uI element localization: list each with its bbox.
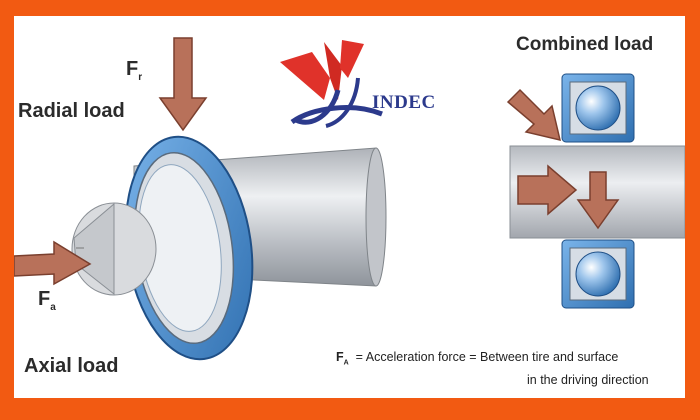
fr-sub: r	[138, 72, 143, 83]
legend-symbol-main: F	[336, 350, 344, 364]
legend-line-1: FA = Acceleration force = Between tire a…	[336, 349, 649, 372]
bearing	[124, 135, 254, 361]
fr-main: F	[126, 58, 139, 80]
legend-line-2: in the driving direction	[527, 372, 649, 387]
shaft-end	[71, 202, 157, 296]
legend-text-1: = Acceleration force = Between tire and …	[355, 350, 619, 364]
fa-sub: a	[50, 302, 56, 313]
fa-main: F	[38, 288, 51, 310]
combined-bearing-top	[561, 73, 635, 143]
combined-load-label: Combined load	[516, 34, 654, 55]
legend-symbol: FA	[336, 350, 349, 367]
axial-force-arrow	[14, 240, 92, 286]
legend-symbol-sub: A	[343, 359, 349, 367]
combined-bearing-bottom	[561, 239, 635, 309]
legend: FA = Acceleration force = Between tire a…	[336, 349, 649, 389]
radial-force-arrow	[158, 37, 208, 132]
bearing-load-diagram	[14, 37, 685, 361]
radial-load-label: Radial load	[18, 100, 125, 122]
diagram-panel: INDEC Radial load Axial load Combined lo…	[14, 16, 685, 398]
brand-logo	[272, 38, 462, 138]
combined-axial-arrow	[517, 164, 578, 216]
brand-name: INDEC	[372, 92, 436, 113]
combined-diagonal-arrow	[506, 88, 562, 142]
combined-radial-arrow	[576, 171, 620, 230]
radial-force-symbol: Fr	[126, 58, 142, 83]
axial-force-symbol: Fa	[38, 288, 56, 313]
axial-load-label: Axial load	[24, 355, 119, 377]
